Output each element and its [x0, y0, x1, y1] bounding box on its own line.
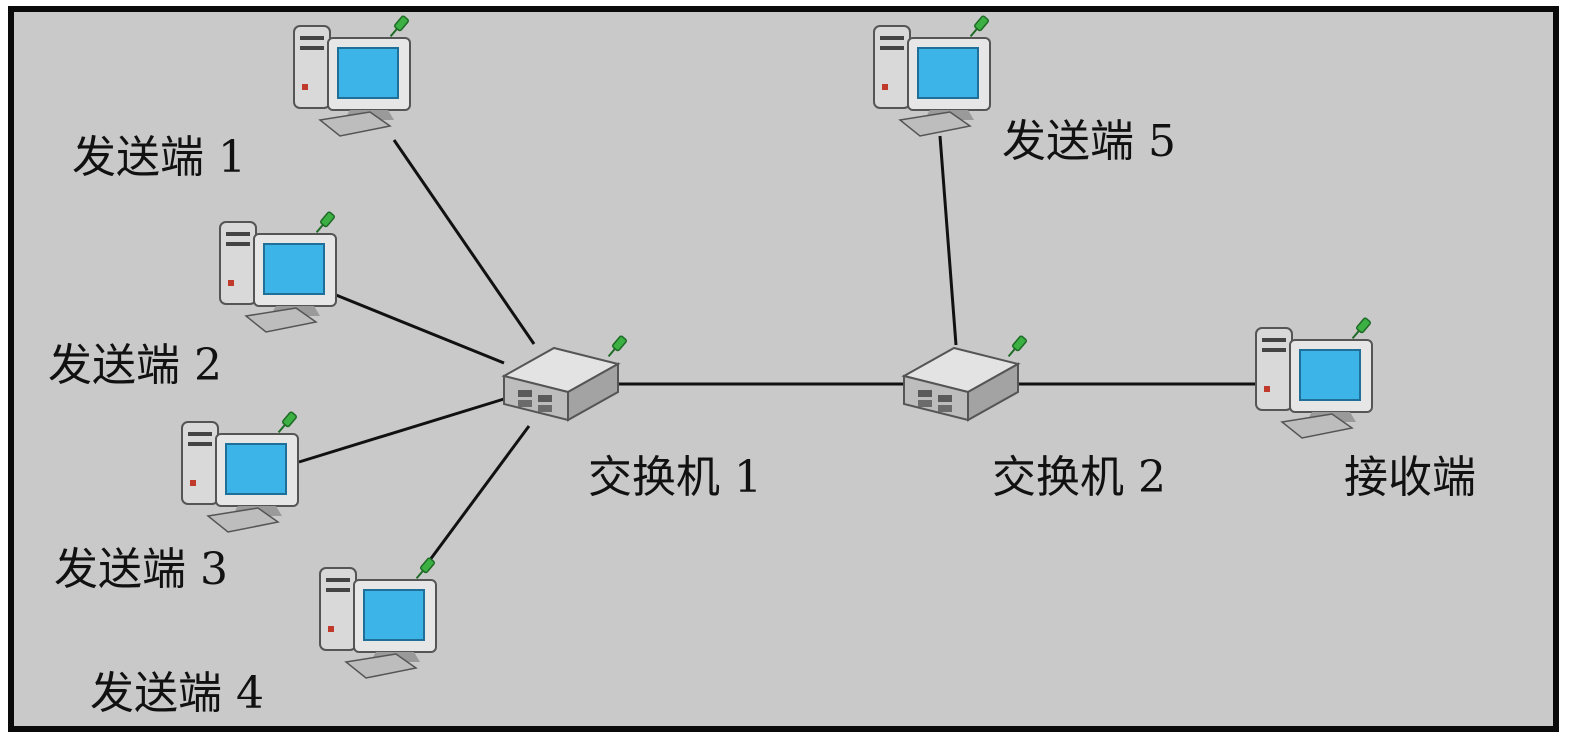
host-s3 [174, 410, 324, 545]
label-sender-3: 发送端 3 [54, 544, 228, 595]
host-s4 [312, 556, 462, 691]
label-sender-5: 发送端 5 [1002, 116, 1176, 167]
link-s4-sw1 [422, 425, 531, 569]
label-sender-1: 发送端 1 [72, 132, 246, 183]
link-s1-sw1 [392, 139, 536, 345]
label-sender-4: 发送端 4 [90, 668, 264, 719]
label-switch-2: 交换机 2 [992, 452, 1166, 503]
network-links [298, 135, 1258, 569]
label-sender-2: 发送端 2 [48, 340, 222, 391]
computer-icon [1255, 317, 1373, 439]
switch-sw2 [898, 330, 1038, 435]
label-receiver: 接收端 [1344, 452, 1476, 503]
host-recv [1248, 316, 1398, 451]
switch-icon [501, 335, 627, 422]
computer-icon [319, 557, 437, 679]
host-s1 [286, 14, 436, 149]
link-s5-sw2 [938, 135, 958, 346]
computer-icon [219, 211, 337, 333]
computer-icon [873, 15, 991, 137]
link-s3-sw1 [298, 397, 505, 464]
host-s2 [212, 210, 362, 345]
link-s2-sw1 [335, 293, 505, 365]
switch-sw1 [498, 330, 638, 435]
computer-icon [293, 15, 411, 137]
switch-icon [901, 335, 1027, 422]
network-topology-diagram: 发送端 1 发送端 2 发送端 3 发送端 4 发送端 5 接收端 交换机 1 … [8, 6, 1559, 732]
label-switch-1: 交换机 1 [588, 452, 762, 503]
host-s5 [866, 14, 1016, 149]
computer-icon [181, 411, 299, 533]
